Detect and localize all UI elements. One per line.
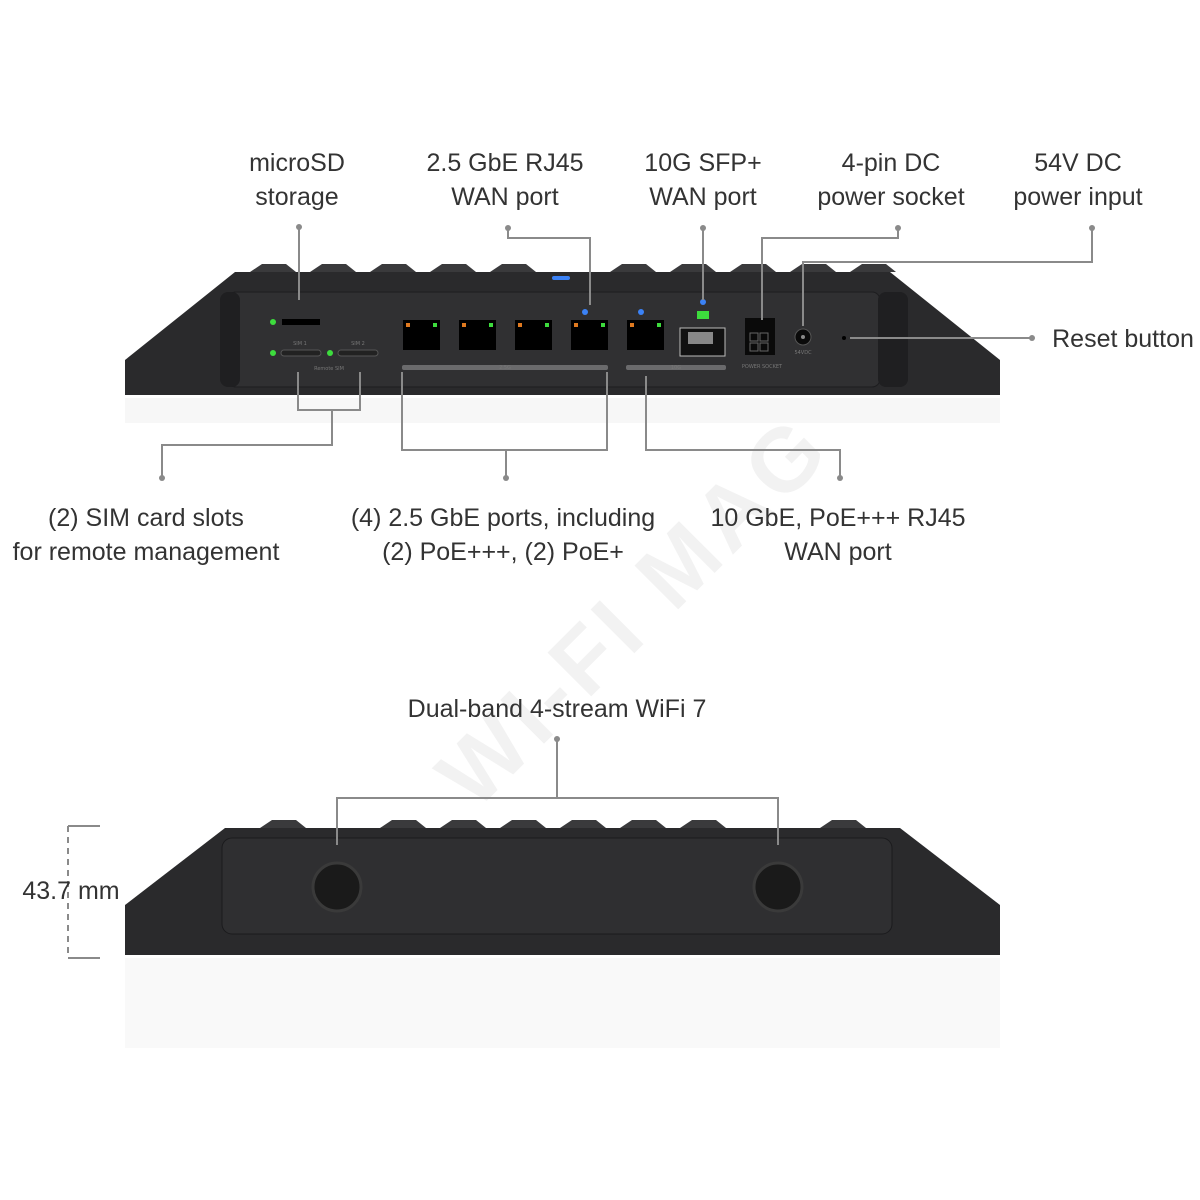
dc-marking: 54VDC — [794, 350, 812, 356]
bar-25g-marking: 2.5G — [499, 365, 511, 371]
label-wifi: Dual-band 4-stream WiFi 7 — [407, 695, 707, 723]
bar-10g-marking: 10G — [671, 365, 681, 371]
label-reset: Reset button — [1052, 325, 1194, 353]
label-ports: (4) 2.5 GbE ports, including(2) PoE+++, … — [350, 504, 656, 566]
remote-sim-marking: Remote SIM — [314, 366, 344, 372]
device-side-view — [125, 820, 1000, 1048]
rj45-ports — [403, 309, 664, 350]
label-sfp: 10G SFP+WAN port — [644, 149, 762, 211]
sim2-marking: SIM 2 — [351, 341, 365, 347]
power-socket-marking: POWER SOCKET — [742, 364, 783, 370]
reset-pinhole[interactable] — [842, 336, 846, 340]
antenna-right — [752, 861, 804, 913]
sim1-marking: SIM 1 — [293, 341, 307, 347]
antenna-left — [311, 861, 363, 913]
label-height: 43.7 mm — [22, 877, 120, 905]
callout-lines — [67, 228, 1093, 959]
device-front-view: SIM 1 SIM 2 Remote SIM 2.5G 10G — [125, 264, 1000, 423]
